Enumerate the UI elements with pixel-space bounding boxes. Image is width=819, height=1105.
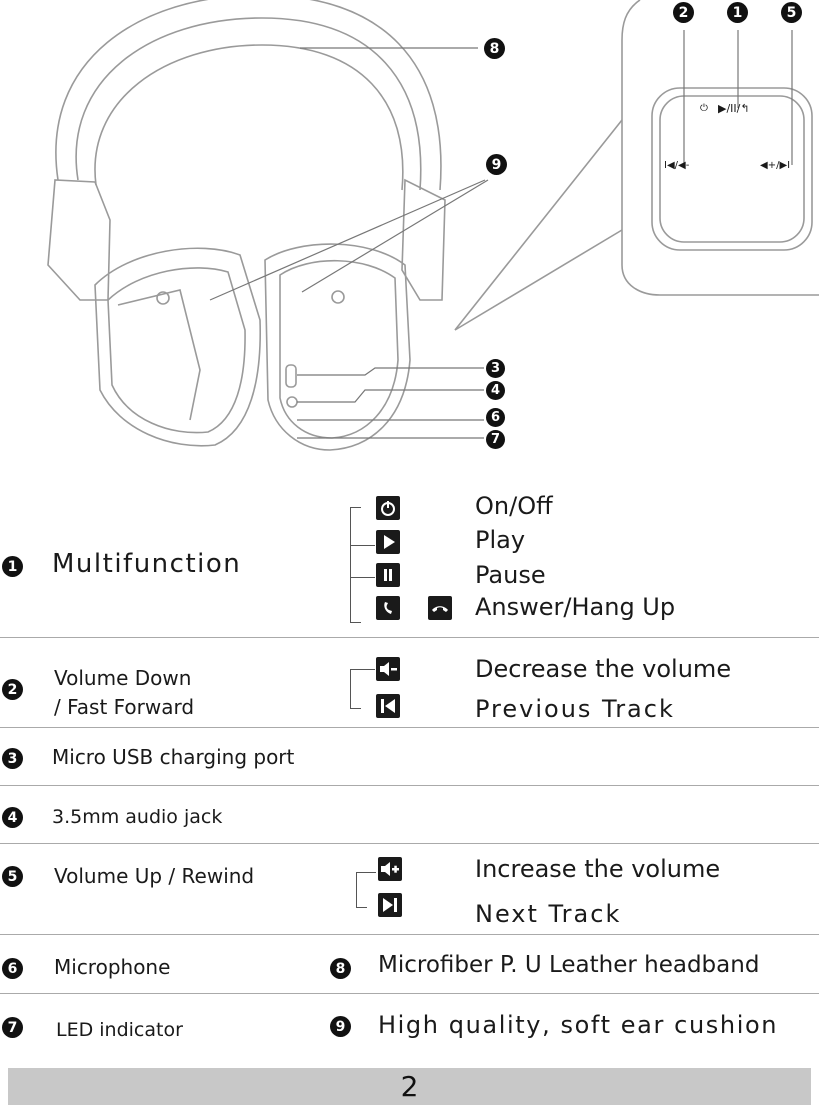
function-name-7: LED indicator: [56, 1019, 183, 1041]
function-name-6: Microphone: [54, 955, 171, 979]
divider-6: [0, 993, 819, 994]
callout-6: 6: [486, 408, 505, 427]
callout-2-top: 2: [673, 2, 694, 23]
volume-up-icon: [378, 857, 402, 881]
function-name-8: Microfiber P. U Leather headband: [378, 952, 760, 978]
number-badge-8: 8: [330, 958, 351, 979]
callout-5-top: 5: [781, 2, 802, 23]
headphones-diagram: [47, 0, 819, 451]
page-number: 2: [400, 1070, 419, 1103]
play-icon: [376, 530, 400, 554]
callout-3: 3: [486, 359, 505, 378]
page-footer-bar: [8, 1068, 811, 1105]
description-on-off: On/Off: [475, 492, 553, 520]
headband-outline: [55, 0, 442, 191]
function-name-5: Volume Up / Rewind: [54, 864, 255, 888]
bracket-2: [350, 669, 361, 709]
left-ear-cup: [94, 247, 262, 447]
number-badge-5: 5: [2, 866, 23, 887]
divider-3: [0, 785, 819, 786]
answer-call-icon: [376, 596, 400, 620]
divider-4: [0, 843, 819, 844]
divider-2: [0, 727, 819, 728]
panel-power-icon: ⏻: [700, 103, 708, 114]
number-badge-4: 4: [2, 807, 23, 828]
description-previous-track: Previous Track: [475, 695, 675, 723]
next-track-icon: [378, 893, 402, 917]
bracket-5: [356, 872, 367, 908]
callout-1-top: 1: [727, 2, 748, 23]
number-badge-7: 7: [2, 1017, 23, 1038]
right-ear-cup: [264, 243, 411, 451]
panel-prev-icon: I◀/◀-: [664, 160, 690, 171]
hang-up-icon: [428, 596, 452, 620]
callout-9: 9: [486, 154, 507, 175]
function-name-1: Multifunction: [52, 549, 242, 579]
description-answer-hang-up: Answer/Hang Up: [475, 593, 676, 621]
callout-4: 4: [486, 381, 505, 400]
number-badge-1: 1: [2, 556, 23, 577]
description-pause: Pause: [475, 561, 546, 589]
number-badge-6: 6: [2, 958, 23, 979]
description-play: Play: [475, 526, 526, 554]
function-name-9: High quality, soft ear cushion: [378, 1011, 779, 1039]
callout-8: 8: [484, 38, 505, 59]
power-icon: [376, 496, 400, 520]
divider-5: [0, 934, 819, 935]
previous-track-icon: [376, 694, 400, 718]
description-next-track: Next Track: [475, 900, 622, 928]
panel-next-icon: ◀+/▶I: [760, 160, 791, 171]
description-decrease-volume: Decrease the volume: [475, 655, 732, 683]
callout-7: 7: [486, 430, 505, 449]
number-badge-3: 3: [2, 748, 23, 769]
control-panel-inset: [621, 0, 819, 296]
function-name-2-line2: / Fast Forward: [54, 695, 195, 719]
divider-1: [0, 637, 819, 638]
volume-down-icon: [376, 657, 400, 681]
pause-icon: [376, 563, 400, 587]
function-name-3: Micro USB charging port: [52, 745, 295, 769]
description-increase-volume: Increase the volume: [475, 855, 721, 883]
bracket-1: [350, 507, 361, 623]
panel-play-pause-icon: ▶/II/↰: [718, 102, 750, 115]
function-name-2-line1: Volume Down: [54, 666, 192, 690]
number-badge-2: 2: [2, 679, 23, 700]
number-badge-9: 9: [330, 1016, 351, 1037]
function-name-4: 3.5mm audio jack: [52, 806, 223, 828]
